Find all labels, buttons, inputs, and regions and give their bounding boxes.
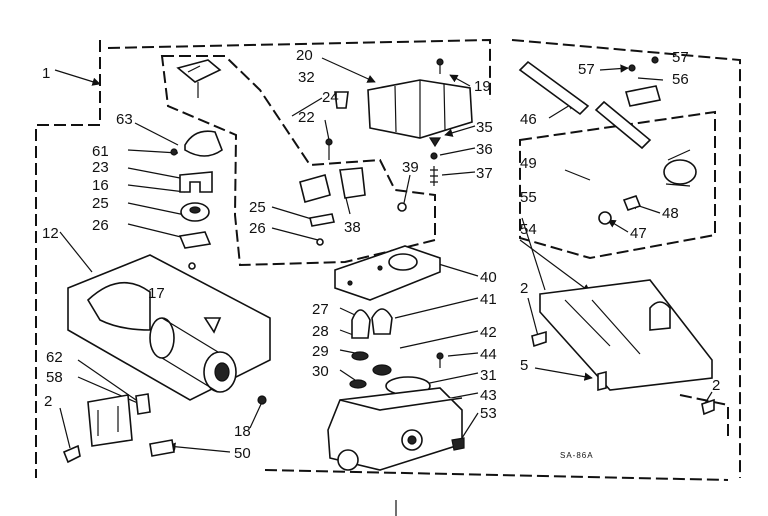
callout-labels: 1 2 2 2 5 12 16 17 18 19 20 22 23 24 25 … — [42, 47, 720, 462]
callout-40: 40 — [480, 269, 497, 286]
callout-54: 54 — [520, 221, 537, 238]
callout-47: 47 — [630, 225, 647, 242]
parts-drawing — [62, 56, 715, 471]
callout-5: 5 — [520, 357, 528, 374]
leader-lines — [54, 57, 713, 516]
callout-44: 44 — [480, 346, 497, 363]
callout-23: 23 — [92, 159, 109, 176]
callout-46: 46 — [520, 111, 537, 128]
callout-22: 22 — [298, 109, 315, 126]
callout-50: 50 — [234, 445, 251, 462]
callout-19: 19 — [474, 78, 491, 95]
callout-30: 30 — [312, 363, 329, 380]
callout-49: 49 — [520, 155, 537, 172]
callout-37: 37 — [476, 165, 493, 182]
callout-26-mid: 26 — [249, 220, 266, 237]
callout-2-right-bottom: 2 — [712, 377, 720, 394]
callout-35: 35 — [476, 119, 493, 136]
callout-38: 38 — [344, 219, 361, 236]
callout-25-left: 25 — [92, 195, 109, 212]
callout-57-left: 57 — [578, 61, 595, 78]
callout-56: 56 — [672, 71, 689, 88]
callout-2-right-top: 2 — [520, 280, 528, 297]
callout-27: 27 — [312, 301, 329, 318]
callout-39: 39 — [402, 159, 419, 176]
callout-16: 16 — [92, 177, 109, 194]
callout-24: 24 — [322, 89, 339, 106]
callout-62: 62 — [46, 349, 63, 366]
callout-61: 61 — [92, 143, 109, 160]
assembly-outlines — [35, 38, 741, 481]
callout-57-right: 57 — [672, 49, 689, 66]
callout-12: 12 — [42, 225, 59, 242]
callout-31: 31 — [480, 367, 497, 384]
callout-18: 18 — [234, 423, 251, 440]
callout-53: 53 — [480, 405, 497, 422]
callout-58: 58 — [46, 369, 63, 386]
callout-36: 36 — [476, 141, 493, 158]
callout-29: 29 — [312, 343, 329, 360]
diagram-code: SA-86A — [560, 451, 594, 460]
callout-48: 48 — [662, 205, 679, 222]
callout-2-left: 2 — [44, 393, 52, 410]
callout-63: 63 — [116, 111, 133, 128]
callout-41: 41 — [480, 291, 497, 308]
callout-42: 42 — [480, 324, 497, 341]
callout-32: 32 — [298, 69, 315, 86]
callout-1: 1 — [42, 65, 50, 82]
callout-20: 20 — [296, 47, 313, 64]
callout-28: 28 — [312, 323, 329, 340]
callout-17: 17 — [148, 285, 165, 302]
callout-25-mid: 25 — [249, 199, 266, 216]
callout-26-left: 26 — [92, 217, 109, 234]
callout-43: 43 — [480, 387, 497, 404]
callout-55: 55 — [520, 189, 537, 206]
